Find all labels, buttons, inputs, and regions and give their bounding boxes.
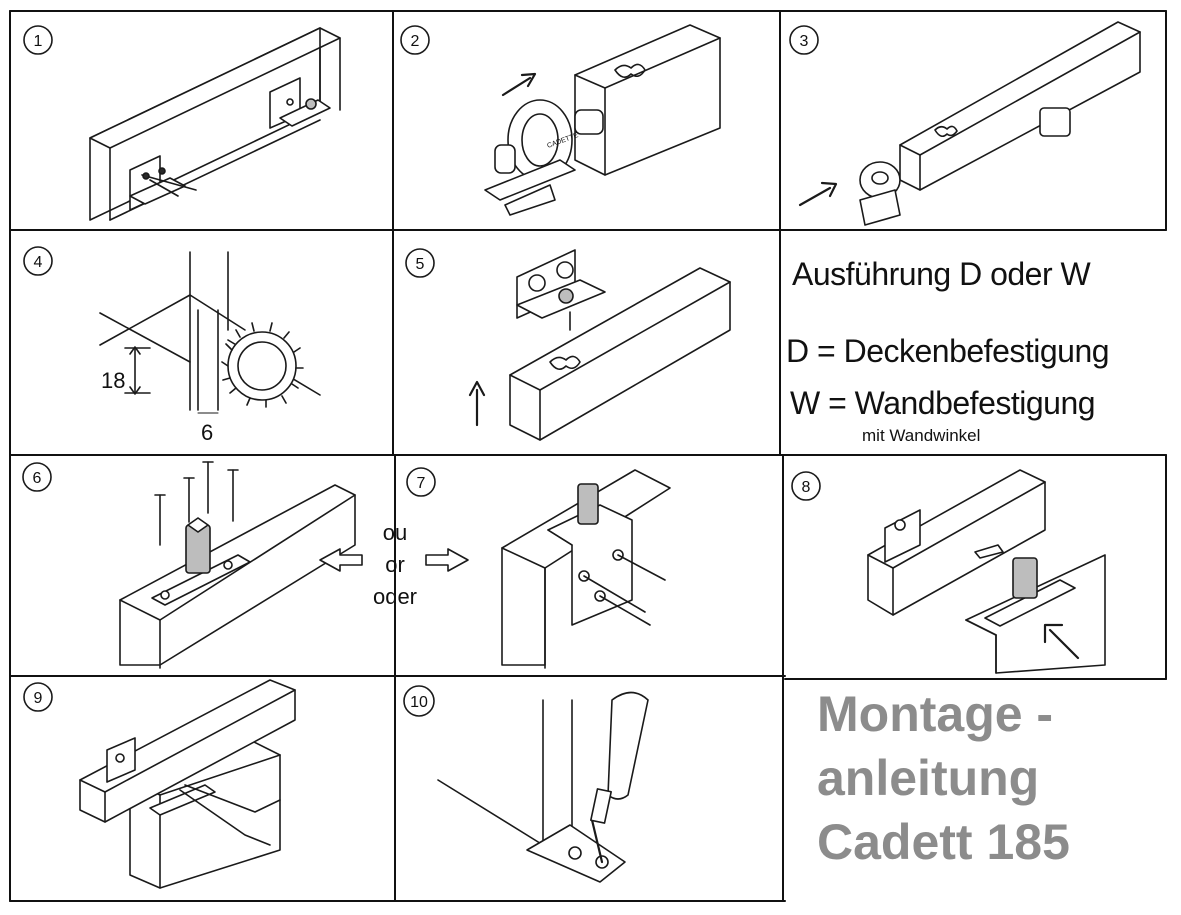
alternative-ou: ou — [382, 520, 408, 545]
svg-text:4: 4 — [34, 254, 43, 271]
svg-text:6: 6 — [201, 420, 213, 445]
variants-heading: Ausführung D oder W — [792, 256, 1091, 292]
step-number-4: 4 — [23, 246, 53, 276]
svg-text:18: 18 — [101, 368, 125, 393]
alternative-oder: oder — [372, 584, 418, 609]
variant-w-line: W = Wandbefestigung — [790, 385, 1096, 421]
svg-text:5: 5 — [416, 256, 425, 273]
svg-text:10: 10 — [410, 694, 428, 711]
variant-d-line: D = Deckenbefestigung — [786, 333, 1110, 369]
step5-drawing — [468, 249, 731, 441]
step9-drawing — [79, 679, 296, 889]
svg-text:8: 8 — [802, 479, 811, 496]
svg-text:1: 1 — [34, 33, 43, 50]
panel-grid — [9, 10, 1167, 902]
step-number-10: 10 — [403, 685, 435, 717]
step8-drawing — [867, 469, 1106, 674]
svg-text:2: 2 — [411, 33, 420, 50]
step7-drawing — [501, 469, 671, 669]
step-number-1: 1 — [23, 25, 53, 55]
step6-drawing — [119, 461, 356, 669]
alternative-arrows — [319, 548, 469, 572]
step-number-7: 7 — [406, 467, 436, 497]
title-line-3: Cadett 185 — [817, 814, 1070, 870]
step3-drawing — [798, 21, 1141, 226]
step-number-6: 6 — [22, 462, 52, 492]
svg-text:3: 3 — [800, 33, 809, 50]
step-number-5: 5 — [405, 248, 435, 278]
step4-drawing: 18 6 — [99, 251, 321, 445]
step10-drawing — [437, 691, 649, 883]
svg-text:6: 6 — [33, 470, 42, 487]
alternative-or: or — [385, 552, 405, 577]
step-number-8: 8 — [791, 471, 821, 501]
step1-drawing — [89, 27, 341, 221]
step-number-2: 2 — [400, 25, 430, 55]
variant-w-note: mit Wandwinkel — [862, 426, 981, 445]
title-line-1: Montage - — [817, 686, 1054, 742]
title-line-2: anleitung — [817, 750, 1040, 806]
svg-text:9: 9 — [34, 690, 43, 707]
svg-text:7: 7 — [417, 475, 426, 492]
step-number-3: 3 — [789, 25, 819, 55]
step2-drawing: CADETTE — [484, 24, 721, 216]
step-number-9: 9 — [23, 682, 53, 712]
